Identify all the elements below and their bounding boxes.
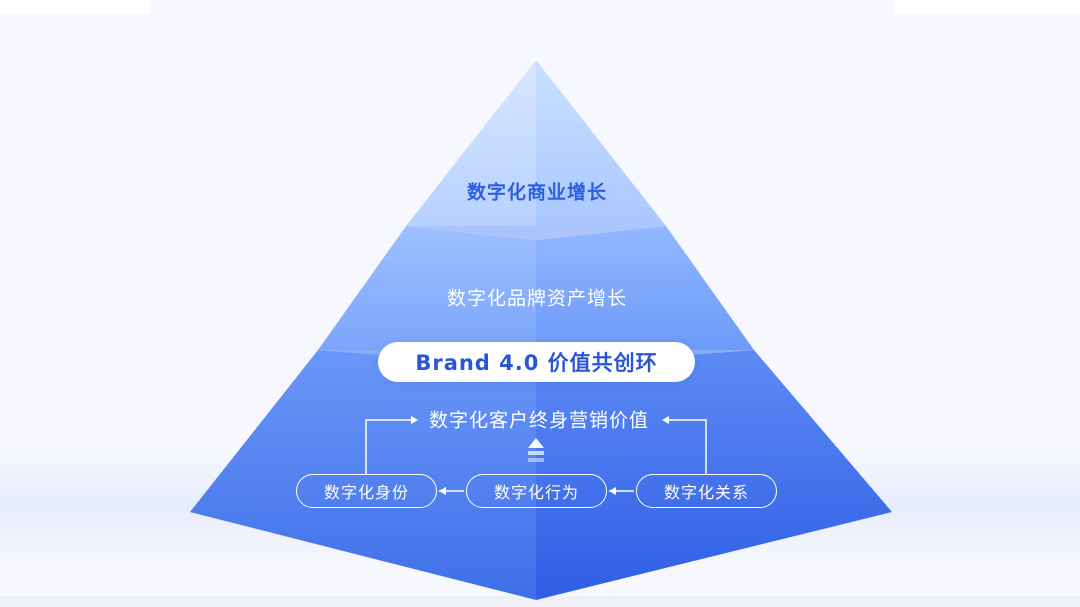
arrow-right-icon bbox=[411, 416, 418, 424]
arrow-left-icon bbox=[609, 487, 616, 495]
tier-middle-right-face bbox=[536, 226, 754, 350]
arrow-left-icon bbox=[439, 487, 446, 495]
bottom-band bbox=[0, 596, 1080, 607]
arrow-heads bbox=[411, 416, 669, 495]
top-right-fade bbox=[894, 0, 1080, 14]
node-identity: 数字化身份 bbox=[296, 474, 437, 508]
connector-right bbox=[666, 419, 707, 474]
node-relation: 数字化关系 bbox=[636, 474, 777, 508]
node-identity-label: 数字化身份 bbox=[323, 483, 409, 502]
tier-middle-label: 数字化品牌资产增长 bbox=[446, 287, 628, 310]
node-behavior: 数字化行为 bbox=[466, 474, 607, 508]
tier-top-label: 数字化商业增长 bbox=[466, 181, 608, 204]
connector-left bbox=[365, 419, 414, 474]
brand-pill: Brand 4.0 价值共创环 bbox=[378, 342, 695, 382]
node-behavior-label: 数字化行为 bbox=[493, 483, 579, 502]
node-relation-label: 数字化关系 bbox=[663, 483, 749, 502]
tier-top-right-face bbox=[536, 60, 666, 226]
top-left-fade bbox=[0, 0, 150, 14]
brand-pill-label: Brand 4.0 价值共创环 bbox=[415, 351, 658, 375]
lifetime-value-label: 数字化客户终身营销价值 bbox=[428, 409, 650, 432]
tier-top-left-face bbox=[406, 60, 536, 226]
tier-bottom-left-face bbox=[190, 350, 536, 600]
tier-middle-left-face bbox=[318, 226, 536, 350]
tier-bottom-right-face bbox=[536, 350, 892, 600]
up-arrow-stack-icon bbox=[528, 438, 544, 462]
arrow-left-icon bbox=[662, 416, 669, 424]
tier-top-rim bbox=[406, 226, 666, 240]
